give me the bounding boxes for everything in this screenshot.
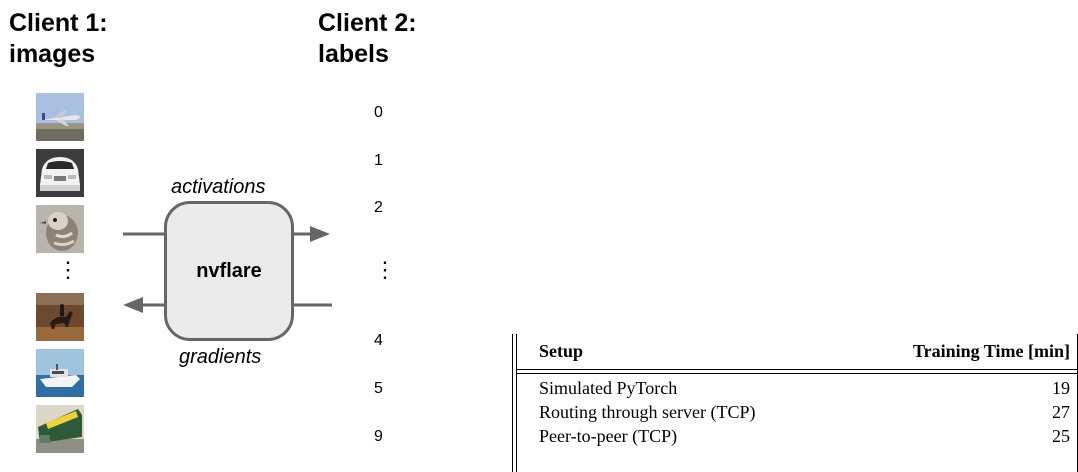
truck-image (36, 405, 84, 453)
table-cell-time: 27 (1052, 402, 1070, 422)
client-1-title-line2: images (9, 40, 96, 68)
training-time-table: Setup Training Time [min] Simulated PyTo… (512, 334, 1078, 472)
table-header-setup: Setup (539, 341, 584, 361)
airplane-image (36, 93, 84, 141)
nvflare-box: nvflare (164, 201, 294, 341)
table-cell-setup: Simulated PyTorch (539, 378, 678, 398)
label-item: 9 (374, 428, 383, 445)
label-item: 1 (374, 152, 383, 169)
client-2-title-line1: Client 2: (318, 9, 417, 37)
label-item: 0 (374, 104, 383, 121)
gradients-caption: gradients (179, 346, 262, 368)
horse-image (36, 293, 84, 341)
client-1-title: Client 1: images (9, 8, 108, 70)
gradients-arrow (123, 297, 332, 313)
activations-arrow (123, 226, 330, 242)
activations-caption: activations (171, 176, 266, 198)
table-header-training-time: Training Time [min] (912, 341, 1070, 361)
label-item: 2 (374, 199, 383, 216)
table-row: Simulated PyTorch 19 (539, 376, 1070, 400)
bird-image (36, 205, 84, 253)
client-2-ellipsis: ⋮ (374, 257, 396, 282)
client-1-title-line1: Client 1: (9, 9, 108, 37)
nvflare-label: nvflare (196, 259, 262, 282)
client-1-ellipsis: ⋮ (57, 257, 79, 282)
client-2-title: Client 2: labels (318, 8, 417, 70)
client-2-title-line2: labels (318, 40, 389, 68)
label-item: 5 (374, 380, 383, 397)
table-row: Routing through server (TCP) 27 (539, 400, 1070, 424)
table-row: Peer-to-peer (TCP) 25 (539, 424, 1070, 448)
table-cell-setup: Routing through server (TCP) (539, 402, 756, 422)
car-image (36, 149, 84, 197)
label-item: 4 (374, 332, 383, 349)
ship-image (36, 349, 84, 397)
table-cell-time: 25 (1052, 426, 1070, 446)
table-cell-setup: Peer-to-peer (TCP) (539, 426, 678, 446)
table-cell-time: 19 (1052, 378, 1070, 398)
